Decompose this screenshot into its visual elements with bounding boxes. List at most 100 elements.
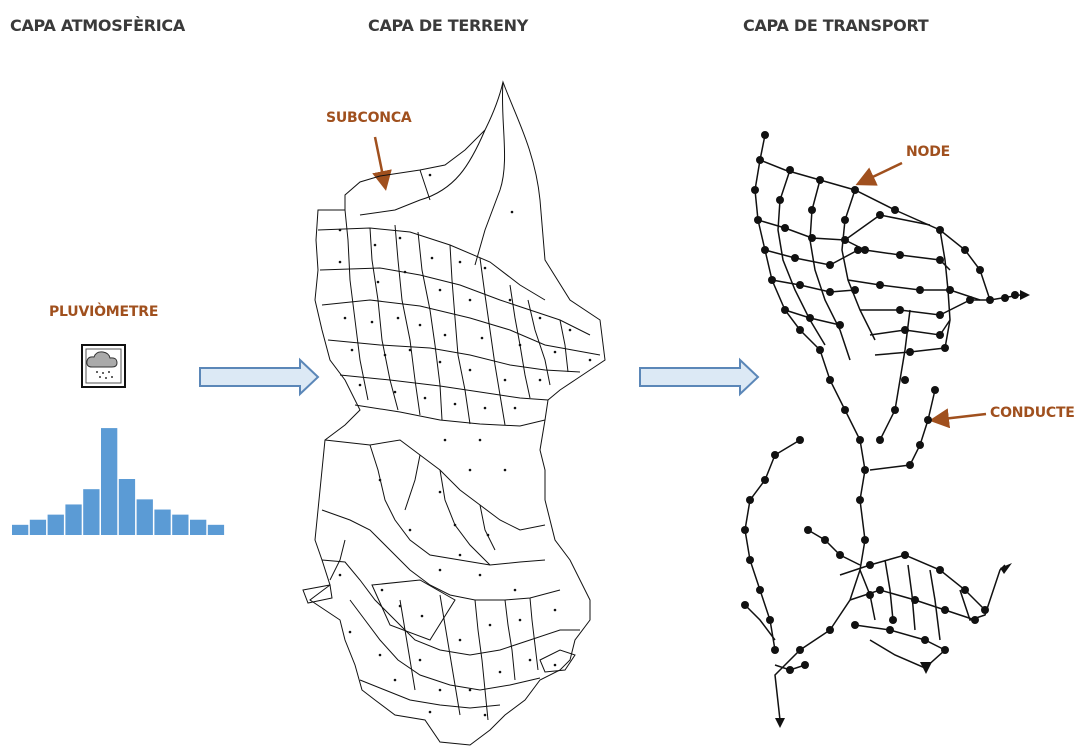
subcatchment-centroid: [538, 378, 542, 382]
hyetograph-bar: [207, 524, 225, 535]
subcatchment-centroid: [510, 210, 514, 214]
subcatchment-centroid: [478, 438, 482, 442]
network-node: [854, 246, 862, 254]
subcatchment-centroid: [438, 490, 442, 494]
subcatchment-centroid: [380, 588, 384, 592]
network-node: [816, 176, 824, 184]
network-node: [796, 436, 804, 444]
network-node: [826, 288, 834, 296]
network-node: [761, 476, 769, 484]
network-node: [896, 251, 904, 259]
network-node: [856, 436, 864, 444]
network-node: [906, 348, 914, 356]
network-node: [821, 536, 829, 544]
network-node: [781, 224, 789, 232]
hyetograph-bar: [65, 504, 82, 535]
network-node: [921, 636, 929, 644]
subcatchment-centroid: [343, 316, 347, 320]
network-node: [911, 596, 919, 604]
network-node: [961, 246, 969, 254]
network-node: [981, 606, 989, 614]
network-node: [924, 416, 932, 424]
network-node: [861, 246, 869, 254]
subcatchment-centroid: [518, 618, 522, 622]
subcatchment-centroid: [408, 528, 412, 532]
network-node: [891, 206, 899, 214]
header-atmosphere-layer: CAPA ATMOSFÈRICA: [10, 16, 185, 35]
network-node: [751, 186, 759, 194]
network-node: [856, 496, 864, 504]
conduit-pointer-arrow: [929, 408, 987, 429]
subcatchment-centroid: [468, 298, 472, 302]
network-node: [936, 256, 944, 264]
subcatchment-centroid: [376, 280, 380, 284]
network-node: [941, 606, 949, 614]
network-node: [804, 526, 812, 534]
hyetograph-bar: [118, 479, 136, 535]
network-node: [808, 234, 816, 242]
node-pointer-arrow: [855, 161, 903, 186]
network-node: [836, 321, 844, 329]
network-node: [746, 556, 754, 564]
network-node: [841, 216, 849, 224]
network-node: [841, 406, 849, 414]
network-node: [841, 236, 849, 244]
network-node: [876, 586, 884, 594]
subcatchment-centroid: [513, 588, 517, 592]
network-node: [851, 621, 859, 629]
subcatchment-centroid: [378, 478, 382, 482]
network-node: [936, 566, 944, 574]
network-node: [808, 206, 816, 214]
network-node: [976, 266, 984, 274]
subcatchment-centroid: [553, 350, 557, 354]
subcatchment-map: [302, 80, 606, 746]
network-node: [786, 166, 794, 174]
network-node: [896, 306, 904, 314]
network-node: [836, 551, 844, 559]
network-node: [746, 496, 754, 504]
network-node: [786, 666, 794, 674]
subcatchment-centroid: [430, 256, 434, 260]
subcatchment-centroid: [358, 383, 362, 387]
network-node: [771, 646, 779, 654]
subcatchment-centroid: [338, 573, 342, 577]
subcatchment-centroid: [348, 630, 352, 634]
subcatchment-centroid: [438, 688, 442, 692]
hyetograph-bar: [83, 489, 100, 535]
network-node: [876, 281, 884, 289]
network-node: [936, 331, 944, 339]
subcatchment-centroid: [428, 173, 432, 177]
hyetograph-bar: [47, 514, 64, 535]
network-node: [1011, 291, 1019, 299]
label-node: NODE: [906, 144, 951, 160]
network-node: [931, 386, 939, 394]
subcatchment-centroid: [383, 353, 387, 357]
subcatchment-centroid: [373, 243, 377, 247]
subcatchment-pointer-arrow: [372, 136, 392, 191]
network-node: [946, 286, 954, 294]
network-node: [761, 131, 769, 139]
subcatchment-centroid: [453, 402, 457, 406]
network-node: [901, 551, 909, 559]
subcatchment-centroid: [483, 406, 487, 410]
network-node: [851, 286, 859, 294]
subcatchment-centroid: [443, 333, 447, 337]
subcatchment-centroid: [486, 533, 490, 537]
subcatchment-centroid: [468, 368, 472, 372]
network-node: [936, 226, 944, 234]
network-node: [771, 451, 779, 459]
subcatchment-centroid: [458, 260, 462, 264]
subcatchment-centroid: [408, 348, 412, 352]
outlet-arrow-icon-2: [1000, 563, 1012, 574]
header-transport-layer: CAPA DE TRANSPORT: [743, 16, 929, 35]
subcatchment-centroid: [443, 438, 447, 442]
network-node: [889, 616, 897, 624]
subcatchment-centroid: [398, 604, 402, 608]
network-node: [861, 466, 869, 474]
subcatchment-centroid: [438, 288, 442, 292]
flow-arrow-icon-1: [199, 357, 320, 397]
subcatchment-centroid: [538, 316, 542, 320]
network-node: [801, 661, 809, 669]
network-node: [826, 626, 834, 634]
network-node: [886, 626, 894, 634]
